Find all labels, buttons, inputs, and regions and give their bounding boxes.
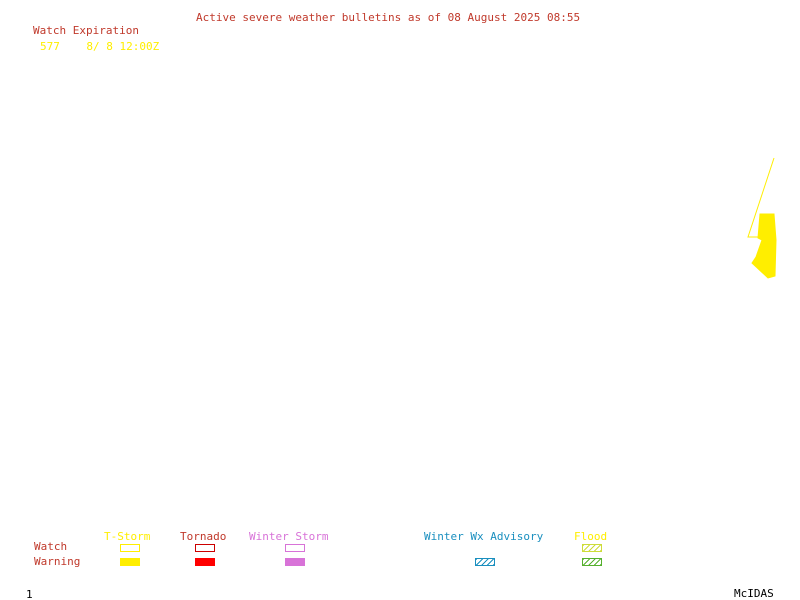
swatch-tstorm-warning	[120, 558, 140, 566]
watch-number: 577	[40, 40, 60, 53]
swatch-tstorm-watch	[120, 544, 140, 552]
map-area	[747, 157, 777, 279]
swatch-winter-storm-watch	[285, 544, 305, 552]
swatch-tornado-warning	[195, 558, 215, 566]
page-title: Active severe weather bulletins as of 08…	[196, 11, 581, 24]
swatch-flood-watch	[582, 544, 602, 552]
brand-label: McIDAS	[734, 587, 774, 600]
watch-expiration-heading: Watch Expiration	[33, 24, 139, 37]
swatch-winter-wx-advisory-warning	[475, 558, 495, 566]
legend-row-watch: Watch	[34, 540, 68, 553]
legend-row-warning: Warning	[34, 555, 81, 568]
legend-header-winter-storm: Winter Storm	[249, 530, 329, 543]
watch-list-item: 577 8/ 8 12:00Z	[40, 40, 159, 53]
legend-header-tstorm: T-Storm	[104, 530, 151, 543]
tstorm-watch-outline	[747, 157, 775, 238]
swatch-flood-warning	[582, 558, 602, 566]
watch-expiration-time: 8/ 8 12:00Z	[86, 40, 160, 53]
legend-header-flood: Flood	[574, 530, 608, 543]
tstorm-warning-area	[751, 213, 777, 279]
page-number: 1	[26, 588, 33, 600]
swatch-tornado-watch	[195, 544, 215, 552]
swatch-winter-storm-warning	[285, 558, 305, 566]
legend-header-tornado: Tornado	[180, 530, 227, 543]
legend-header-winter-wx-advisory: Winter Wx Advisory	[424, 530, 544, 543]
